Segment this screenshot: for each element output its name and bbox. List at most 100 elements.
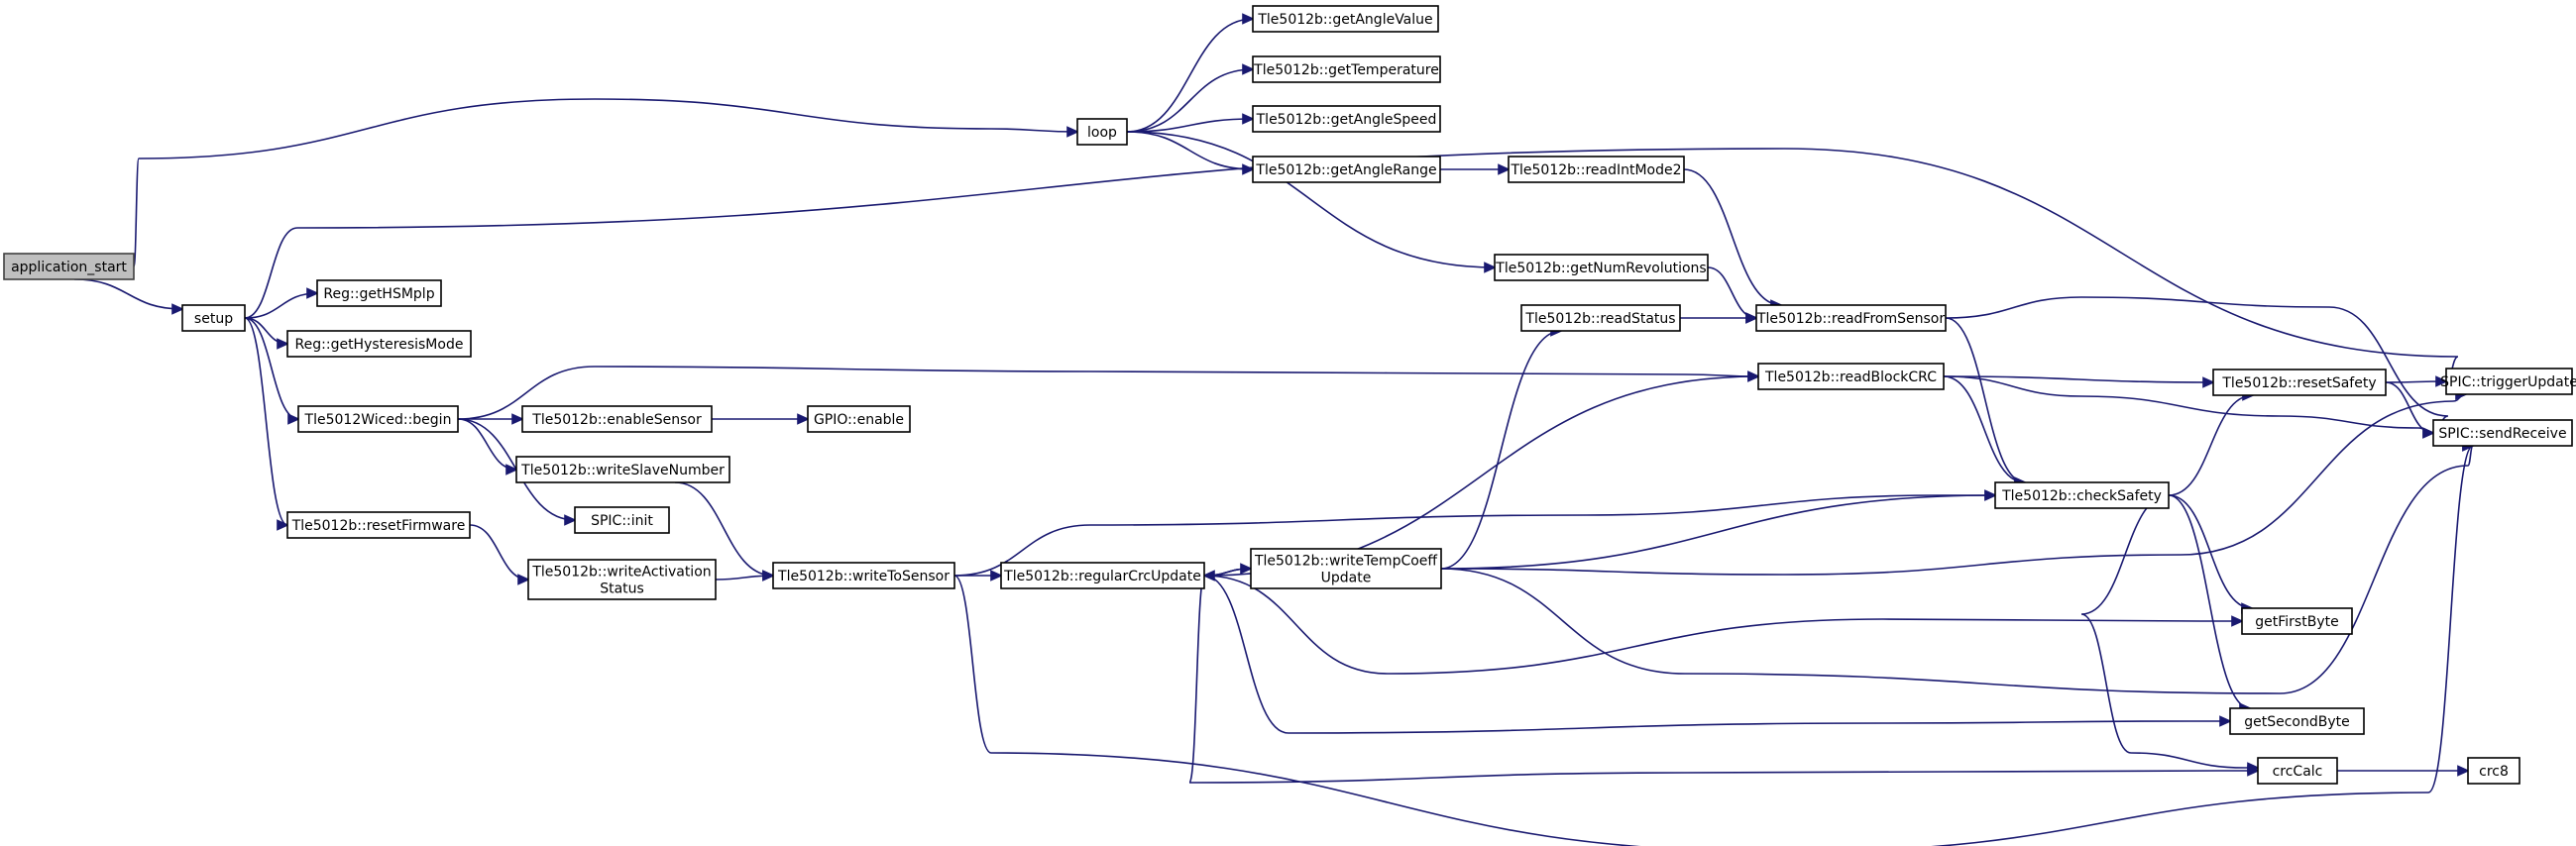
node-getAngleRange[interactable]: Tle5012b::getAngleRange — [1252, 156, 1441, 183]
node-box[interactable] — [1994, 481, 2170, 509]
edge-line — [457, 366, 1759, 420]
edge-application_start-to-loop — [133, 98, 1079, 267]
node-getHysteresisMode[interactable]: Reg::getHysteresisMode — [286, 330, 472, 358]
node-box[interactable] — [2445, 368, 2573, 395]
arrowhead — [1066, 126, 1079, 138]
node-label: loop — [1087, 125, 1117, 141]
edge-line — [1126, 131, 1496, 268]
node-label: Tle5012b::getTemperature — [1253, 62, 1439, 78]
node-application_start[interactable]: application_start — [3, 253, 135, 280]
edge-writeTempCoeffUpdate-to-regularCrcUpdate — [1202, 568, 1252, 582]
node-resetFirmware[interactable]: Tle5012b::resetFirmware — [286, 511, 471, 539]
edge-setup-to-getHysteresisMode — [244, 317, 289, 350]
node-box[interactable] — [1757, 363, 1945, 390]
node-box[interactable] — [527, 559, 717, 600]
node-box[interactable] — [297, 405, 459, 433]
node-wicedBegin[interactable]: Tle5012Wiced::begin — [297, 405, 459, 433]
node-box[interactable] — [1755, 304, 1947, 332]
edge-setup-to-wicedBegin — [244, 317, 300, 425]
edge-writeToSensor-to-sendReceive — [953, 440, 2475, 846]
node-box[interactable] — [1508, 156, 1685, 183]
node-box[interactable] — [1250, 548, 1442, 589]
node-label: Tle5012b::regularCrcUpdate — [1003, 569, 1201, 584]
node-box[interactable] — [286, 511, 471, 539]
node-spicInit[interactable]: SPIC::init — [574, 506, 670, 534]
node-box[interactable] — [772, 562, 955, 589]
node-box[interactable] — [2467, 757, 2520, 785]
node-box[interactable] — [1252, 5, 1439, 33]
node-getHSMplp[interactable]: Reg::getHSMplp — [316, 279, 442, 307]
node-loop[interactable]: loop — [1076, 118, 1128, 146]
node-box[interactable] — [1520, 304, 1681, 332]
node-box[interactable] — [1252, 105, 1441, 133]
node-getAngleSpeed[interactable]: Tle5012b::getAngleSpeed — [1252, 105, 1441, 133]
node-box[interactable] — [515, 456, 730, 483]
node-regularCrcUpdate[interactable]: Tle5012b::regularCrcUpdate — [1000, 562, 1205, 589]
node-checkSafety[interactable]: Tle5012b::checkSafety — [1994, 481, 2170, 509]
node-box[interactable] — [1494, 254, 1709, 281]
node-writeToSensor[interactable]: Tle5012b::writeToSensor — [772, 562, 955, 589]
arrowhead — [2231, 615, 2244, 627]
edge-line — [2385, 381, 2434, 434]
node-readFromSensor[interactable]: Tle5012b::readFromSensor — [1755, 304, 1947, 332]
edge-line — [1203, 375, 1759, 577]
node-writeSlaveNumber[interactable]: Tle5012b::writeSlaveNumber — [515, 456, 730, 483]
node-gpioEnable[interactable]: GPIO::enable — [807, 405, 911, 433]
edge-line — [244, 148, 2459, 382]
node-box[interactable] — [807, 405, 911, 433]
edge-line — [1683, 168, 1782, 306]
node-getNumRevolutions[interactable]: Tle5012b::getNumRevolutions — [1494, 254, 1709, 281]
node-box[interactable] — [2432, 419, 2573, 447]
node-triggerUpdate[interactable]: SPIC::triggerUpdate — [2440, 368, 2576, 395]
node-label: Tle5012b::checkSafety — [2001, 488, 2162, 504]
node-setup[interactable]: setup — [181, 304, 246, 332]
edge-regularCrcUpdate-to-readBlockCRC — [1203, 370, 1760, 577]
node-label: Tle5012b::writeSlaveNumber — [520, 463, 725, 478]
node-crc8[interactable]: crc8 — [2467, 757, 2520, 785]
node-box[interactable] — [181, 304, 246, 332]
edge-getAngleRange-to-readIntMode2 — [1439, 163, 1511, 175]
node-box[interactable] — [316, 279, 442, 307]
arrowhead — [2247, 762, 2260, 774]
node-label: Tle5012b::writeActivation — [531, 565, 711, 581]
arrowhead — [762, 570, 775, 582]
edge-readFromSensor-to-sendReceive — [1945, 296, 2449, 439]
node-sendReceive[interactable]: SPIC::sendReceive — [2432, 419, 2573, 447]
node-label: SPIC::triggerUpdate — [2440, 374, 2576, 390]
node-label: Tle5012b::readBlockCRC — [1764, 370, 1937, 385]
node-getSecondByte[interactable]: getSecondByte — [2229, 707, 2365, 735]
node-box[interactable] — [2212, 369, 2387, 396]
node-resetSafety[interactable]: Tle5012b::resetSafety — [2212, 369, 2387, 396]
edge-loop-to-getNumRevolutions — [1126, 131, 1497, 273]
node-label: Status — [600, 582, 644, 597]
node-getAngleValue[interactable]: Tle5012b::getAngleValue — [1252, 5, 1439, 33]
arrowhead — [505, 464, 518, 476]
arrowhead — [171, 303, 184, 315]
node-box[interactable] — [1252, 55, 1441, 83]
arrowhead — [1745, 312, 1758, 324]
edge-line — [73, 278, 183, 310]
node-box[interactable] — [286, 330, 472, 358]
node-box[interactable] — [2241, 607, 2353, 635]
edge-line — [2168, 394, 2254, 496]
node-box[interactable] — [2257, 757, 2338, 785]
edge-crcCalc-to-crc8 — [2337, 765, 2470, 777]
node-box[interactable] — [1252, 156, 1441, 183]
node-box[interactable] — [521, 405, 713, 433]
node-box[interactable] — [574, 506, 670, 534]
node-readBlockCRC[interactable]: Tle5012b::readBlockCRC — [1757, 363, 1945, 390]
node-label: crc8 — [2479, 764, 2509, 780]
node-box[interactable] — [2229, 707, 2365, 735]
node-box[interactable] — [3, 253, 135, 280]
node-readStatus[interactable]: Tle5012b::readStatus — [1520, 304, 1681, 332]
node-readIntMode2[interactable]: Tle5012b::readIntMode2 — [1508, 156, 1685, 183]
node-box[interactable] — [1000, 562, 1205, 589]
node-box[interactable] — [1076, 118, 1128, 146]
node-enableSensor[interactable]: Tle5012b::enableSensor — [521, 405, 713, 433]
node-getTemperature[interactable]: Tle5012b::getTemperature — [1252, 55, 1441, 83]
node-getFirstByte[interactable]: getFirstByte — [2241, 607, 2353, 635]
node-crcCalc[interactable]: crcCalc — [2257, 757, 2338, 785]
edge-readIntMode2-to-readFromSensor — [1683, 168, 1783, 311]
